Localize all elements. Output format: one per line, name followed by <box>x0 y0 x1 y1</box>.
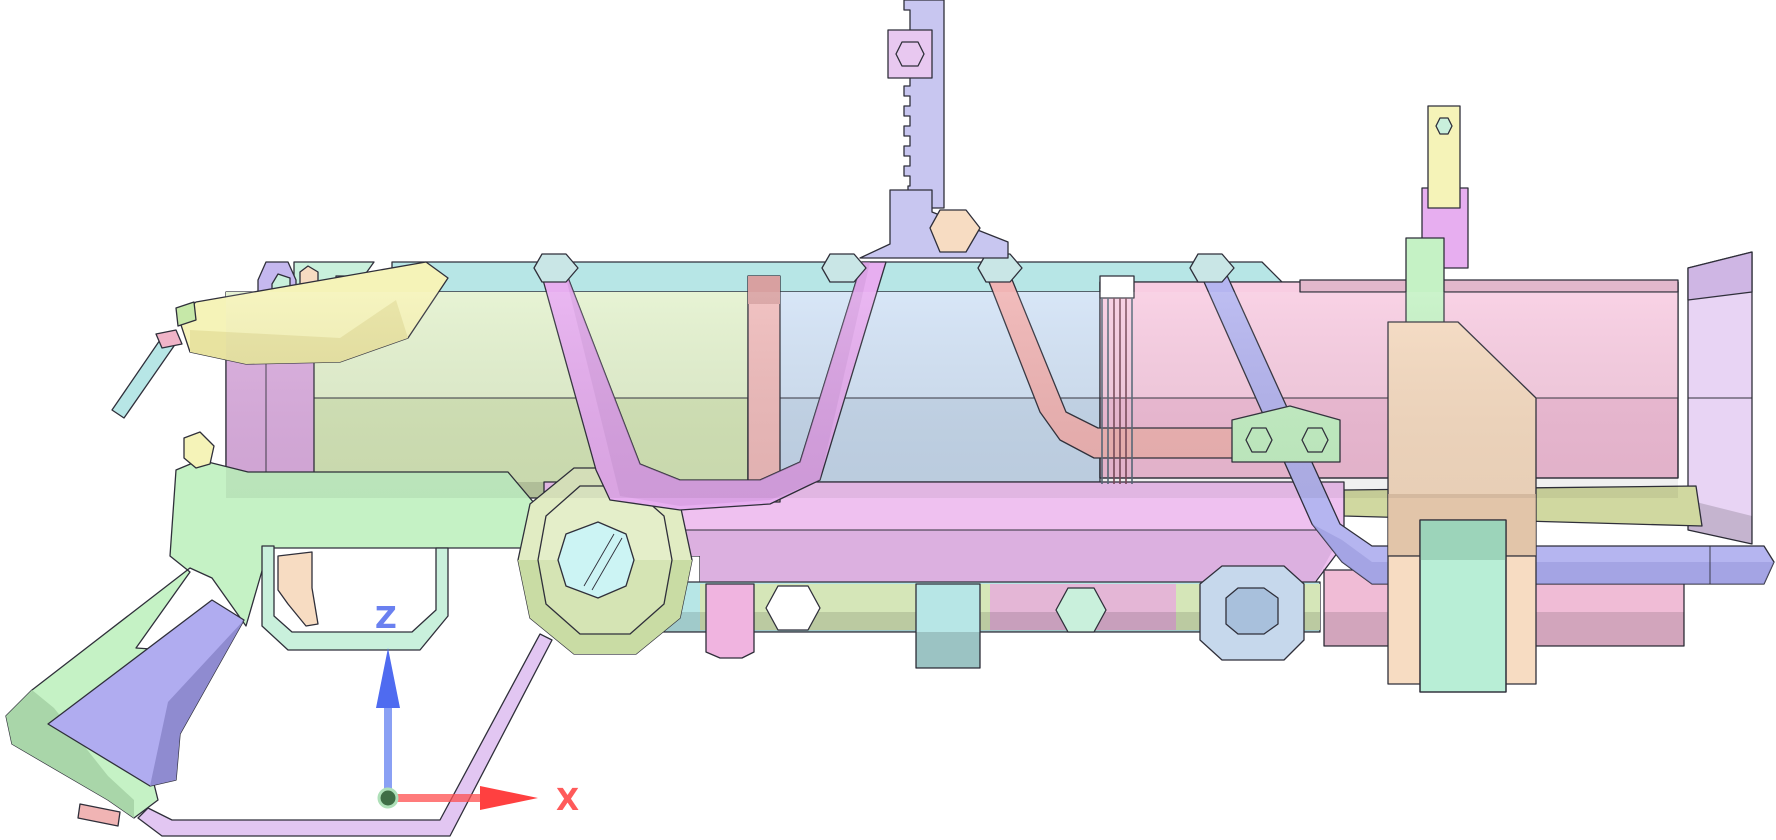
axis-triad: X Z <box>375 601 579 818</box>
rotary-gear <box>517 467 693 655</box>
x-axis-label: X <box>556 783 579 818</box>
grip-frame <box>5 431 541 827</box>
lower-barrel-bands <box>705 565 1305 669</box>
lower-strap <box>137 633 553 837</box>
muzzle-cap <box>1687 251 1753 545</box>
x-axis-arrowhead <box>480 786 538 810</box>
shading-overlay <box>226 292 1678 498</box>
rear-lever <box>111 329 183 419</box>
trigger-guard <box>261 545 449 651</box>
trigger <box>277 551 319 627</box>
z-axis-arrowhead <box>376 648 400 708</box>
z-axis-label: Z <box>375 601 397 636</box>
triad-origin <box>377 787 399 809</box>
rack-antenna <box>859 0 1009 259</box>
